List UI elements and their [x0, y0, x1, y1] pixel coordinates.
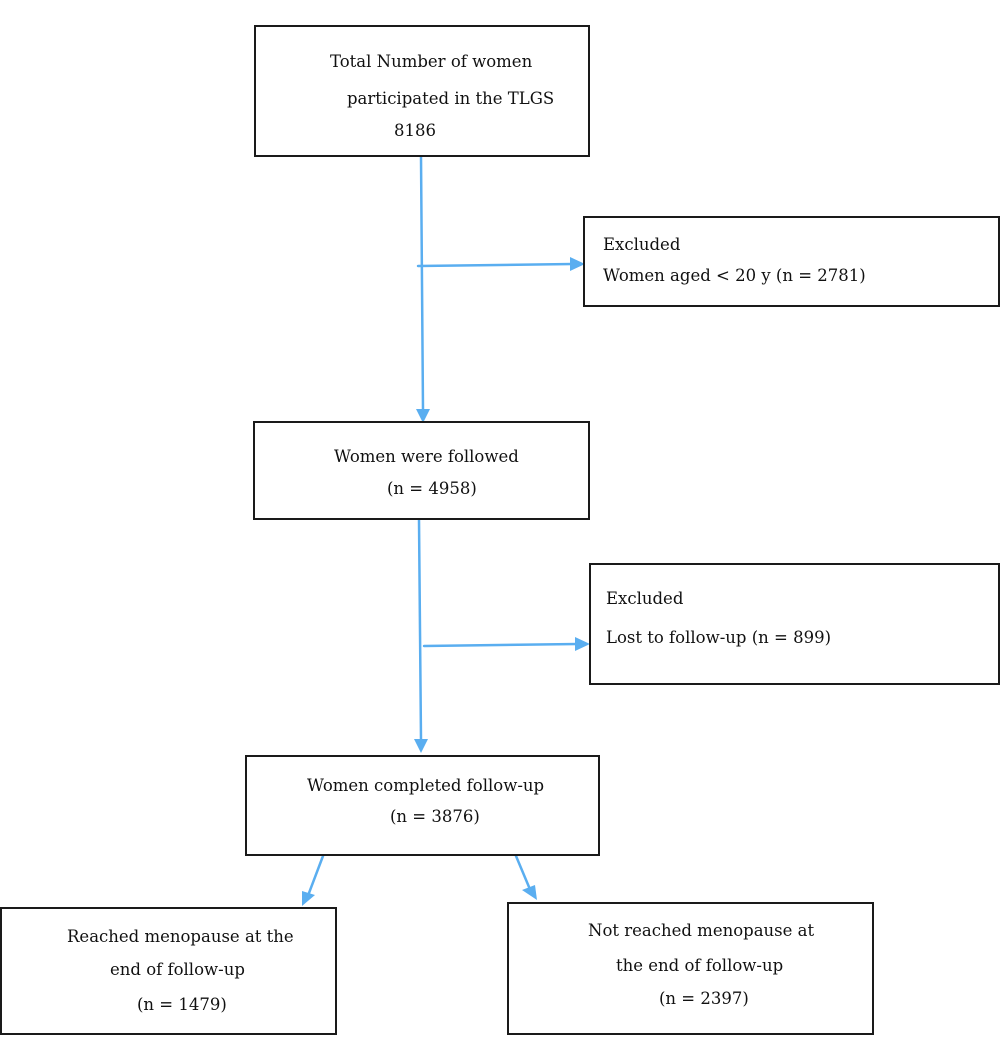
total-line-1: Total Number of women: [330, 52, 533, 71]
arrow-completed-to-reached: [307, 854, 325, 895]
arrowhead-followed: [416, 409, 430, 423]
not-reached-menopause-box: [507, 902, 874, 1035]
total-line-2: participated in the TLGS: [347, 89, 555, 108]
excluded-lost-box: [589, 563, 1000, 685]
arrow-followed-to-completed: [417, 518, 423, 742]
total-count: 8186: [394, 121, 436, 140]
arrow-total-to-followed: [419, 155, 425, 412]
not-reached-count: (n = 2397): [659, 989, 749, 1008]
arrowhead-excluded-age: [570, 257, 585, 271]
not-reached-line-1: Not reached menopause at: [588, 921, 815, 940]
excluded-lost-title: Excluded: [606, 589, 684, 608]
reached-line-2: end of follow-up: [110, 960, 245, 979]
followed-title: Women were followed: [334, 447, 519, 466]
arrowhead-reached: [302, 891, 315, 906]
women-completed-box: [245, 755, 600, 856]
reached-line-1: Reached menopause at the: [67, 927, 294, 946]
reached-menopause-box: [0, 907, 337, 1035]
arrowhead-completed: [414, 739, 428, 753]
arrowhead-not-reached: [522, 885, 537, 900]
arrow-to-excluded-age: [416, 262, 575, 268]
reached-count: (n = 1479): [137, 995, 227, 1014]
not-reached-line-2: the end of follow-up: [616, 956, 784, 975]
excluded-age-detail: Women aged < 20 y (n = 2781): [603, 266, 866, 285]
women-followed-box: [253, 421, 590, 520]
total-participants-box: [254, 25, 590, 157]
excluded-age-title: Excluded: [603, 235, 681, 254]
completed-count: (n = 3876): [390, 807, 480, 826]
completed-title: Women completed follow-up: [307, 776, 545, 795]
followed-count: (n = 4958): [387, 479, 477, 498]
arrow-to-excluded-lost: [422, 642, 580, 648]
arrow-completed-to-not-reached: [514, 854, 531, 889]
arrowhead-excluded-lost: [575, 637, 590, 651]
excluded-lost-detail: Lost to follow-up (n = 899): [606, 628, 832, 647]
excluded-age-box: [583, 216, 1000, 307]
